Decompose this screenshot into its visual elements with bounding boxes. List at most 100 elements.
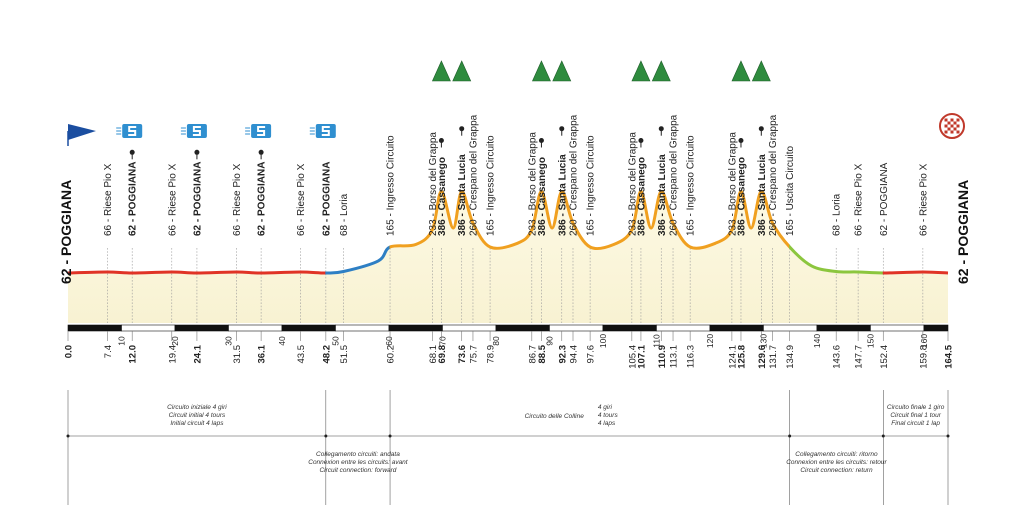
waypoint-marker-dot [658,126,664,132]
profile-line-layer [67,189,949,275]
waypoint-label: 233 - Borso del Grappa [627,132,638,236]
axis-band [549,324,604,332]
mountain-climb-icon [531,60,551,82]
start-location-label: 62 - POGGIANA [58,180,74,284]
segment-node [788,434,792,438]
sprint-s-glyph [128,126,137,136]
axis-tick-label: 10 [117,336,127,346]
axis-band [228,324,283,332]
axis-tick-label: 50 [331,336,341,346]
segment-note-line: Circuit final 1 tour [890,412,941,419]
axis-band [870,324,925,332]
waypoint-label: 386 - Cassanego [636,157,647,236]
waypoint-km-label: 69.8 [437,345,448,364]
finish-check-cell [947,121,951,125]
segment-note-line: Circuit connection: forward [319,467,396,474]
waypoint-km-label: 164.5 [944,344,955,368]
waypoint-km-label: 0.0 [64,345,75,358]
waypoint-label: 260 - Crespano del Grappa [768,114,779,236]
finish-check-cell [956,130,960,134]
waypoint-km-label: 143.6 [832,345,843,369]
waypoint-label-layer: 66 - Riese Pio X 62 - POGGIANA 66 - Riese … [103,114,929,236]
axis-tick-label: 40 [277,336,287,346]
axis-band [281,324,336,332]
start-flag-icon [68,124,96,140]
waypoint-label: 165 - Ingresso Circuito [686,135,697,236]
waypoint-km-label: 116.3 [686,345,697,368]
waypoint-km-label: 78.9 [486,345,497,364]
sprint-icon [245,124,272,138]
segment-note-line: Connexion entre les circuits: avant [308,459,409,466]
waypoint-label: 165 - Ingresso Circuito [486,135,497,236]
finish-check-cell [956,118,960,122]
finish-check-cell [950,130,954,134]
waypoint-km-label: 134.9 [785,345,796,369]
axis-band [656,324,711,332]
waypoint-label: 233 - Borso del Grappa [727,132,738,236]
waypoint-km-label: 129.6 [757,345,768,369]
waypoint-km-label: 36.1 [257,344,268,363]
waypoint-km-label: 43.5 [296,345,307,364]
waypoint-label: 386 - Cassanego [437,157,448,236]
mountain-climb-icon [452,60,472,82]
axis-tick-label: 70 [438,336,448,346]
waypoint-km-label: 68.1 [428,345,439,364]
waypoint-km-label: 88.5 [537,344,548,363]
waypoint-km-label: 159.8 [918,345,929,369]
axis-band [816,324,871,332]
finish-location-label: 62 - POGGIANA [955,180,971,284]
segment-note-line: 4 giri [598,404,613,411]
waypoint-km-label: 7.4 [103,345,114,358]
segment-node [388,434,392,438]
mountain-climb-icon [631,60,651,82]
waypoint-marker-dot [438,138,444,143]
axis-band [709,324,764,332]
axis-tick-label: 60 [384,336,394,346]
waypoint-marker-dot [638,138,644,143]
waypoint-label: 386 - Santa Lucia [457,154,468,236]
segment-note-line: Circuito delle Colline [525,413,585,420]
waypoint-label: 386 - Santa Lucia [657,154,668,236]
waypoint-label: 62 - POGGIANA [192,162,203,236]
finish-check-cell [956,124,960,128]
waypoint-marker-dot [758,126,764,132]
waypoint-km-label: 124.1 [727,345,738,369]
mountain-climb-icon [431,60,451,82]
waypoint-km-label: 48.2 [321,345,332,364]
waypoint-label: 260 - Crespano del Grappa [469,114,480,236]
waypoint-label: 233 - Borso del Grappa [428,132,439,236]
axis-tick-label: 80 [491,336,501,346]
waypoint-label: 68 - Loria [832,193,843,236]
segment-note-line: 4 laps [598,420,616,427]
waypoint-marker-dot [194,149,200,155]
axis-band [763,324,818,332]
waypoint-label: 386 - Cassanego [537,157,548,236]
waypoint-label: 386 - Santa Lucia [757,154,768,236]
waypoint-marker-dot [738,138,744,143]
waypoint-km-label: 60.2 [386,345,397,364]
waypoint-label: 165 - Ingresso Circuito [586,135,597,236]
finish-check-cell [947,127,951,131]
profile-fill-layer [68,191,948,323]
waypoint-label: 386 - Cassanego [737,157,748,236]
waypoint-label: 66 - Riese Pio X [296,163,307,236]
waypoint-label: 62 - POGGIANA [128,162,139,236]
waypoint-km-label: 73.6 [457,345,468,364]
waypoint-km-label: 75.7 [469,345,480,364]
profile-line-flat-start [67,270,327,275]
segment-note-line: Collegamento circuiti: andata [316,451,400,458]
segment-node [66,434,70,438]
waypoint-label: 66 - Riese Pio X [232,163,243,236]
axis-tick-label: 120 [705,334,715,348]
waypoint-km-label: 147.7 [854,345,865,369]
segment-note-line: Circuito iniziale 4 giri [167,404,227,411]
profile-area-fill [68,191,948,323]
mountain-climb-icon [552,60,572,82]
axis-band [442,324,497,332]
finish-check-cell [944,130,948,134]
segment-note-line: Connexion entre les circuits: retour [786,459,887,466]
mountain-climb-icon [751,60,771,82]
axis-band [121,324,176,332]
